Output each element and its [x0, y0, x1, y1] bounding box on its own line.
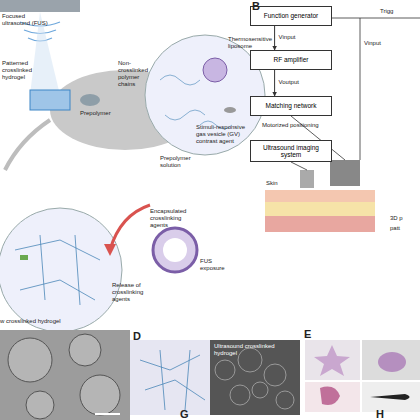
- zoom-circle: [145, 35, 265, 155]
- annotation: Patterned crosslinked hydrogel: [2, 60, 42, 81]
- panel-letter: D: [133, 330, 147, 342]
- agent: [20, 255, 28, 260]
- polymer-chains: [160, 75, 232, 129]
- process-box: RF amplifier: [250, 50, 332, 70]
- skin-layer: [265, 190, 375, 202]
- prepolymer-depot: [80, 94, 100, 106]
- process-box: Function generator: [250, 6, 332, 26]
- annotation: FUS exposure: [200, 258, 235, 272]
- crosslinked-network: [15, 235, 100, 305]
- fat-layer: [265, 202, 375, 216]
- imaging-probe: [300, 170, 314, 188]
- annotation: w crosslinked hydrogel: [0, 318, 80, 325]
- annotation: Prepolymer: [80, 110, 125, 117]
- signal-label: Voutput: [279, 79, 299, 86]
- panel-letter: E: [304, 328, 318, 340]
- sem-pores: [215, 348, 294, 409]
- annotation: 3D p: [390, 215, 420, 222]
- liposome-release: [153, 228, 197, 272]
- annotation: Vinput: [364, 40, 404, 47]
- input-line: [360, 18, 361, 160]
- signal-arrow: [274, 26, 275, 50]
- crosslinked-circle: [0, 208, 122, 332]
- annotation: Prepolymer solution: [160, 155, 205, 169]
- gas-vesicle: [224, 107, 236, 113]
- annotation: Trigg: [380, 8, 420, 15]
- annotation: Thermosensitive liposome: [228, 36, 250, 50]
- photo: [362, 382, 420, 412]
- annotation: Release of crosslinking agents: [112, 282, 162, 303]
- liposome: [203, 58, 227, 82]
- transducer: [0, 0, 80, 12]
- hydrogel-pattern: [30, 90, 70, 110]
- annotation: Encapsulated crosslinking agents: [150, 208, 200, 229]
- sem-image: [210, 340, 300, 415]
- box-text: Matching network: [266, 102, 317, 110]
- tem-image: [0, 330, 130, 420]
- hydrogel-sample: [378, 352, 406, 372]
- panel-letter: H: [376, 408, 390, 420]
- annotation: Focused ultrasound (FUS): [2, 13, 52, 27]
- signal-label: Vinput: [279, 34, 296, 41]
- process-box: Matching network: [250, 96, 332, 116]
- photo: [305, 340, 360, 380]
- star-hydrogel: [314, 345, 350, 376]
- annotation: Non-crosslinked polymer chains: [118, 60, 158, 88]
- cable: [291, 162, 307, 170]
- embryo-hydrogel: [320, 387, 340, 405]
- panel-letter: B: [252, 0, 266, 12]
- annotation: Ultrasound crosslinked hydrogel: [214, 343, 294, 357]
- photo: [362, 340, 420, 380]
- scale-bar: [95, 413, 120, 415]
- annotation: Motorized positioning: [262, 122, 322, 129]
- annotation: Skin: [266, 180, 296, 187]
- dark-hydrogel: [370, 394, 410, 400]
- panel-letter: G: [180, 408, 194, 420]
- annotation: patt: [390, 225, 420, 232]
- mouse-tail: [5, 120, 50, 170]
- tissue-layer: [265, 216, 375, 232]
- box-text: Function generator: [264, 12, 319, 20]
- liposome-core: [163, 238, 187, 262]
- schematic-bg: [130, 340, 210, 415]
- signal-arrow: [274, 70, 275, 96]
- arrow-head: [104, 244, 116, 256]
- photo: [305, 382, 360, 412]
- tem-particles: [8, 334, 120, 419]
- annotation: Stimuli-responsive gas vesicle (GV) cont…: [196, 124, 248, 145]
- fus-transducer: [330, 160, 360, 186]
- process-arrow: [110, 205, 150, 250]
- box-text: Ultrasound imaging system: [253, 144, 329, 159]
- box-text: RF amplifier: [273, 56, 308, 64]
- network-schematic: [140, 350, 205, 410]
- trigger-line: [332, 18, 420, 19]
- process-box: Ultrasound imaging system: [250, 140, 332, 162]
